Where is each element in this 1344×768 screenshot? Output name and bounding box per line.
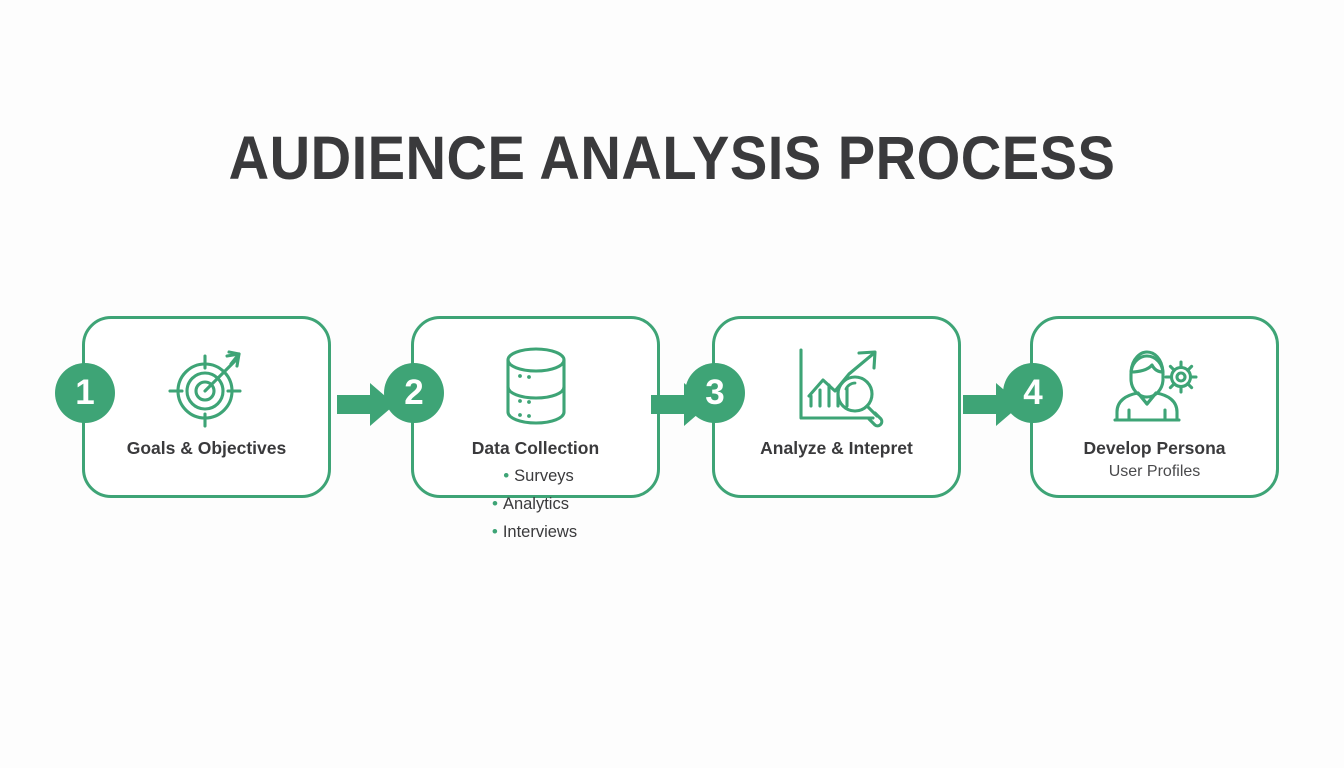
bullet-dot-icon: •: [491, 522, 498, 541]
step-4-labels: Develop Persona User Profiles: [1033, 437, 1276, 483]
target-arrow-icon: [85, 339, 328, 435]
process-step-2[interactable]: 2 Data C: [384, 316, 660, 541]
step-number-badge-4: 4: [1003, 363, 1063, 423]
bullet-dot-icon: •: [503, 466, 510, 485]
step-number-badge-2: 2: [384, 363, 444, 423]
arrow-1-to-2: [337, 381, 395, 428]
page-title: AUDIENCE ANALYSIS PROCESS: [228, 124, 1116, 192]
list-item-label: Interviews: [502, 523, 578, 541]
step-number-badge-1: 1: [55, 363, 115, 423]
step-1-labels: Goals & Objectives: [85, 437, 328, 459]
person-gear-icon: [1033, 339, 1276, 435]
process-step-3[interactable]: 3 Analyze & Intepre: [685, 316, 961, 498]
list-item: •Interviews: [412, 518, 657, 546]
chart-magnifier-icon: [715, 339, 958, 435]
step-3-labels: Analyze & Intepret: [715, 437, 958, 459]
process-step-1[interactable]: 1 Goals & Objectives: [55, 316, 331, 498]
step-title-4: Develop Persona: [1083, 438, 1226, 458]
step-2-bullet-list: •Surveys •Analytics •Interviews: [414, 462, 657, 546]
step-2-labels: Data Collection: [414, 437, 657, 459]
step-subtitle-4: User Profiles: [1108, 463, 1201, 480]
step-number-badge-3: 3: [685, 363, 745, 423]
database-icon: [414, 339, 657, 435]
list-item-label: Analytics: [502, 495, 569, 513]
step-title-1: Goals & Objectives: [126, 438, 287, 458]
bullet-dot-icon: •: [492, 494, 498, 513]
list-item-label: Surveys: [514, 467, 574, 485]
step-title-2: Data Collection: [471, 438, 600, 458]
process-step-4[interactable]: 4: [1003, 316, 1279, 498]
list-item: •Surveys: [414, 462, 657, 490]
step-title-3: Analyze & Intepret: [760, 438, 913, 458]
list-item: •Analytics: [404, 490, 657, 518]
